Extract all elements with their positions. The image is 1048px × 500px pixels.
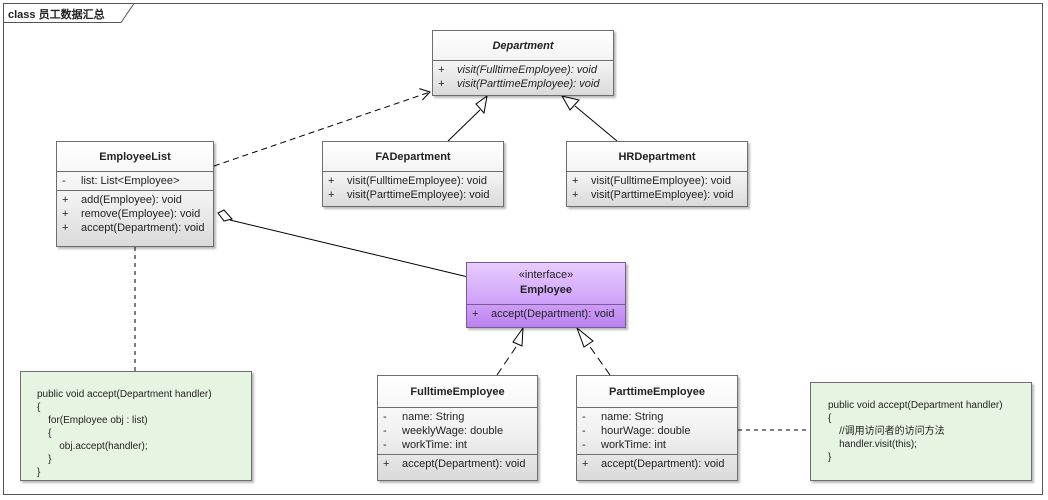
frame-title-tab: class 员工数据汇总 <box>3 3 135 23</box>
attributes-compartment: -list: List<Employee> <box>57 172 213 191</box>
operation-row: +add(Employee): void <box>62 194 182 206</box>
note-line: for(Employee obj : list) <box>37 415 148 426</box>
operation-row: +accept(Department): void <box>582 458 725 470</box>
operations-compartment: +accept(Department): void <box>378 455 537 473</box>
frame-tab-shape <box>3 3 135 23</box>
aggregation-employeelist-employee <box>217 209 469 278</box>
attribute-row: -weeklyWage: double <box>383 425 504 437</box>
class-name: FulltimeEmployee <box>378 376 537 408</box>
note-line: } <box>37 467 41 478</box>
operation-row: +accept(Department): void <box>62 222 205 234</box>
class-name: ParttimeEmployee <box>577 376 737 408</box>
attributes-compartment: -name: String -weeklyWage: double -workT… <box>378 408 537 455</box>
class-parttimeemployee[interactable]: ParttimeEmployee -name: String -hourWage… <box>576 375 738 481</box>
class-fulltimeemployee[interactable]: FulltimeEmployee -name: String -weeklyWa… <box>377 375 538 481</box>
note-line: obj.accept(handler); <box>37 441 148 452</box>
generalization-hrdepartment-department <box>560 95 618 142</box>
class-name: EmployeeList <box>57 142 213 172</box>
operations-compartment: +accept(Department): void <box>467 305 625 323</box>
operation-row: +accept(Department): void <box>383 458 526 470</box>
note-line: //调用访问者的访问方法 <box>828 426 945 437</box>
class-name: Employee <box>520 284 572 296</box>
interface-header: «interface» Employee <box>467 263 625 305</box>
attribute-row: -workTime: int <box>582 439 666 451</box>
attribute-row: -name: String <box>383 411 465 423</box>
realization-fulltime-employee <box>496 326 524 376</box>
class-name: HRDepartment <box>567 142 747 172</box>
note-line: { <box>828 413 832 424</box>
stereotype-label: «interface» <box>518 269 574 281</box>
operation-row: +visit(FulltimeEmployee): void <box>438 64 597 76</box>
note-line: public void accept(Department handler) <box>828 400 1003 411</box>
class-hrdepartment[interactable]: HRDepartment +visit(FulltimeEmployee): v… <box>566 141 748 207</box>
interface-employee[interactable]: «interface» Employee +accept(Department)… <box>466 262 626 328</box>
attribute-row: -name: String <box>582 411 664 423</box>
attributes-compartment: -name: String -hourWage: double -workTim… <box>577 408 737 455</box>
note-line: { <box>37 402 41 413</box>
operation-row: +visit(FulltimeEmployee): void <box>328 175 487 187</box>
attribute-row: -hourWage: double <box>582 425 691 437</box>
operation-row: +visit(ParttimeEmployee): void <box>438 78 600 90</box>
class-fadepartment[interactable]: FADepartment +visit(FulltimeEmployee): v… <box>322 141 504 207</box>
operations-compartment: +visit(FulltimeEmployee): void +visit(Pa… <box>433 61 613 93</box>
operation-row: +visit(ParttimeEmployee): void <box>328 189 490 201</box>
class-name: Department <box>433 31 613 61</box>
generalization-fadepartment-department <box>447 94 488 142</box>
dependency-employeelist-department <box>213 88 431 167</box>
operations-compartment: +add(Employee): void +remove(Employee): … <box>57 191 213 237</box>
operation-row: +remove(Employee): void <box>62 208 201 220</box>
realization-parttime-employee <box>575 326 611 376</box>
frame-title: class 员工数据汇总 <box>8 9 105 21</box>
note-line: } <box>828 452 832 463</box>
note-line: { <box>37 428 52 439</box>
operation-row: +visit(ParttimeEmployee): void <box>572 189 734 201</box>
note-line: public void accept(Department handler) <box>37 389 212 400</box>
attribute-row: -list: List<Employee> <box>62 175 180 187</box>
class-employeelist[interactable]: EmployeeList -list: List<Employee> +add(… <box>56 141 214 247</box>
note-line: } <box>37 454 52 465</box>
operations-compartment: +visit(FulltimeEmployee): void +visit(Pa… <box>567 172 747 204</box>
operations-compartment: +visit(FulltimeEmployee): void +visit(Pa… <box>323 172 503 204</box>
note-line: handler.visit(this); <box>828 439 917 450</box>
operation-row: +accept(Department): void <box>472 308 615 320</box>
note-employeelist-accept[interactable]: public void accept(Department handler) {… <box>20 371 252 481</box>
diagram-frame <box>3 3 1043 495</box>
class-department[interactable]: Department +visit(FulltimeEmployee): voi… <box>432 30 614 96</box>
class-name: FADepartment <box>323 142 503 172</box>
attribute-row: -workTime: int <box>383 439 467 451</box>
operations-compartment: +accept(Department): void <box>577 455 737 473</box>
note-employee-accept[interactable]: public void accept(Department handler) {… <box>810 382 1032 481</box>
operation-row: +visit(FulltimeEmployee): void <box>572 175 731 187</box>
